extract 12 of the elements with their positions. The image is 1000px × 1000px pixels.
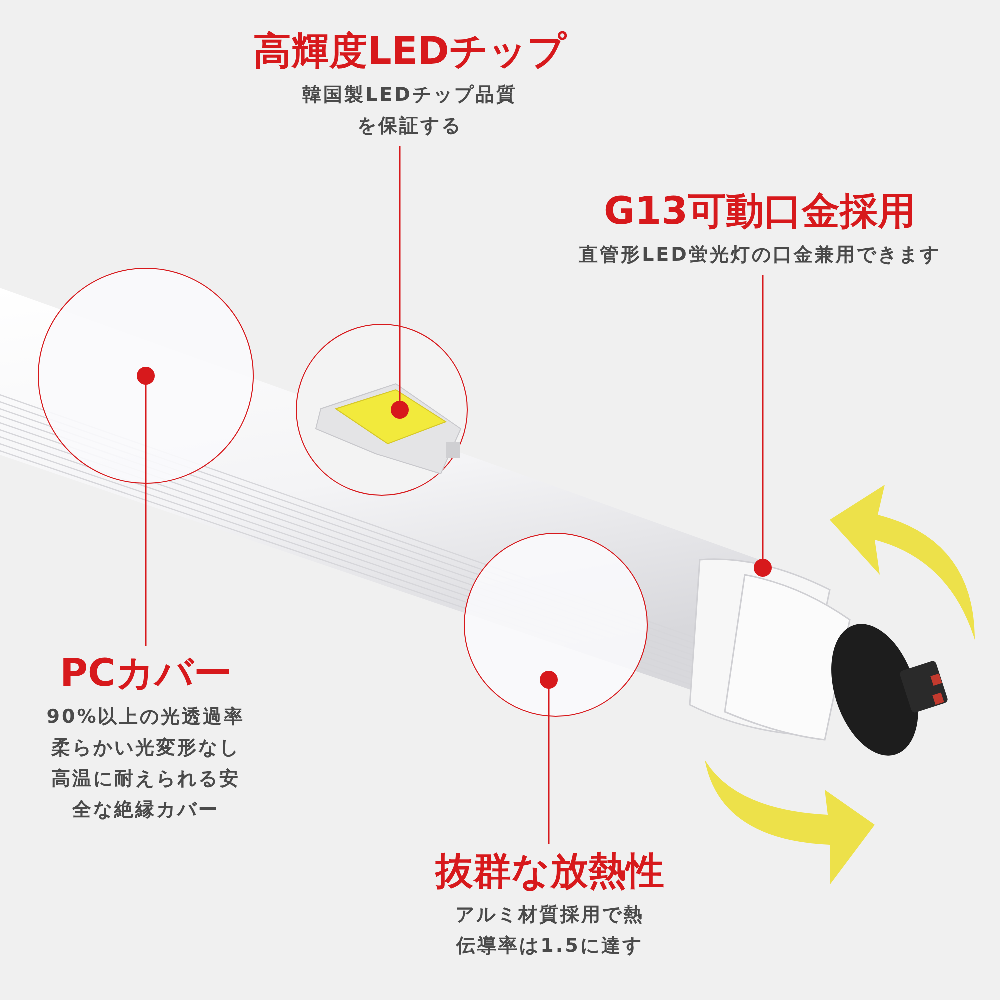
leader-line [391, 146, 409, 419]
callout-heading: 高輝度LEDチップ [254, 28, 566, 74]
callout-text: 韓国製LEDチップ品質を保証する [302, 83, 518, 139]
callout-heading: 抜群な放熱性 [436, 848, 664, 894]
leader-line [137, 367, 155, 646]
callout-text: 直管形LED蛍光灯の口金兼用できます [578, 243, 942, 268]
callout-heading: PCカバー [60, 650, 232, 696]
leader-line [540, 671, 558, 844]
callout-heading: G13可動口金採用 [604, 188, 916, 234]
callout-text: 90%以上の光透過率柔らかい光変形なし高温に耐えられる安全な絶縁カバー [46, 705, 246, 823]
callout-text: アルミ材質採用で熱伝導率は1.5に達す [454, 903, 646, 959]
leader-line [754, 275, 772, 577]
